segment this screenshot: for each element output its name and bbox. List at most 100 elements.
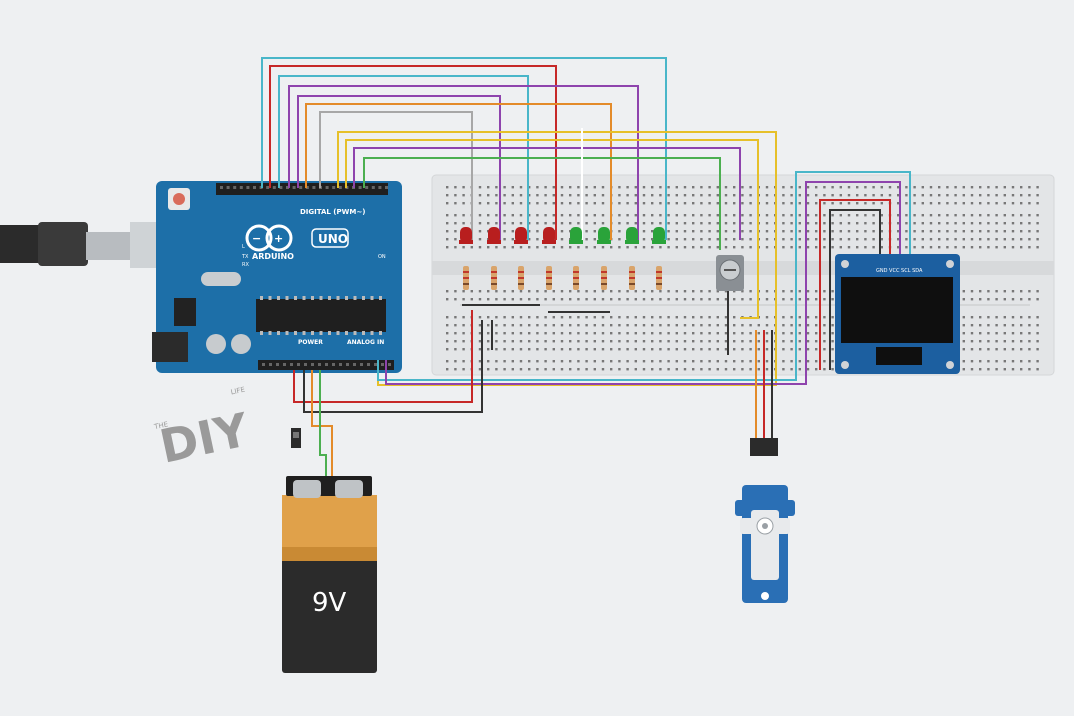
breadboard-hole	[864, 186, 867, 189]
breadboard-hole	[634, 324, 637, 327]
breadboard-hole	[831, 324, 834, 327]
breadboard-hole	[1003, 186, 1006, 189]
breadboard-hole	[462, 186, 465, 189]
resistor-band	[573, 277, 579, 279]
breadboard-hole	[798, 194, 801, 197]
breadboard-hole	[724, 340, 728, 343]
breadboard-hole	[724, 238, 728, 241]
breadboard-hole	[749, 186, 752, 189]
header-pin	[338, 186, 342, 189]
breadboard-hole	[446, 290, 449, 293]
breadboard-hole	[741, 332, 744, 335]
breadboard-hole	[462, 324, 465, 327]
breadboard-hole	[962, 194, 965, 197]
breadboard-hole	[839, 186, 842, 189]
breadboard-hole	[667, 222, 670, 225]
breadboard-hole	[880, 202, 883, 205]
breadboard-hole	[798, 298, 801, 301]
breadboard-hole	[692, 246, 695, 249]
breadboard-hole	[585, 316, 588, 319]
breadboard-hole	[552, 340, 555, 343]
breadboard-hole	[872, 194, 875, 197]
breadboard-hole	[987, 186, 990, 189]
breadboard-hole	[659, 202, 662, 205]
breadboard-hole	[495, 222, 498, 225]
chip-pin	[370, 331, 374, 335]
wire-battery-neg	[319, 370, 327, 478]
breadboard-hole	[987, 340, 990, 343]
power-pin	[311, 363, 314, 366]
breadboard-hole	[979, 194, 982, 197]
breadboard-hole	[577, 290, 580, 293]
breadboard-hole	[651, 348, 654, 351]
breadboard-hole	[913, 238, 916, 241]
breadboard-hole	[642, 194, 646, 197]
breadboard-hole	[929, 238, 933, 241]
breadboard-hole	[823, 348, 826, 351]
breadboard-hole	[536, 222, 539, 225]
breadboard-hole	[634, 290, 637, 293]
breadboard-hole	[831, 360, 834, 363]
breadboard-hole	[626, 298, 629, 301]
breadboard-hole	[716, 298, 719, 301]
breadboard-hole	[503, 194, 506, 197]
breadboard-hole	[946, 186, 949, 189]
power-switch[interactable]	[291, 428, 301, 448]
breadboard-hole	[1028, 202, 1031, 205]
breadboard-hole	[528, 186, 531, 189]
breadboard-hole	[569, 298, 572, 301]
l-label: L	[242, 244, 245, 250]
breadboard-hole	[511, 324, 514, 327]
breadboard-hole	[642, 214, 646, 217]
breadboard-hole	[519, 202, 523, 205]
breadboard-hole	[692, 186, 695, 189]
breadboard-hole	[1003, 332, 1006, 335]
breadboard-hole	[470, 246, 473, 249]
breadboard-hole	[577, 348, 580, 351]
arduino-uno-board: DIGITAL (PWM~) − + ARDUINO UNO TX RX L O…	[152, 181, 402, 373]
breadboard-hole	[806, 316, 810, 319]
breadboard-hole	[462, 340, 465, 343]
breadboard-hole	[487, 186, 490, 189]
breadboard-hole	[782, 332, 785, 335]
breadboard-hole	[577, 202, 580, 205]
breadboard-hole	[528, 360, 531, 363]
breadboard-hole	[741, 214, 744, 217]
breadboard-hole	[995, 230, 998, 233]
breadboard-hole	[1036, 332, 1039, 335]
chip-pin	[260, 296, 263, 300]
breadboard-hole	[733, 348, 736, 351]
breadboard-hole	[962, 298, 965, 301]
breadboard-hole	[626, 360, 629, 363]
breadboard-hole	[806, 238, 810, 241]
breadboard-hole	[1020, 340, 1023, 343]
breadboard-hole	[487, 340, 490, 343]
breadboard-hole	[946, 222, 949, 225]
breadboard-hole	[790, 316, 793, 319]
breadboard-hole	[610, 348, 613, 351]
breadboard-hole	[487, 360, 490, 363]
breadboard-hole	[552, 324, 555, 327]
breadboard-hole	[913, 194, 916, 197]
breadboard-hole	[552, 332, 555, 335]
breadboard-hole	[880, 238, 883, 241]
wire-oled-vcc	[819, 199, 891, 370]
resistor-band	[518, 271, 524, 273]
breadboard-hole	[716, 202, 719, 205]
led-base	[487, 240, 501, 244]
breadboard-hole	[519, 332, 523, 335]
breadboard-hole	[593, 202, 596, 205]
breadboard-hole	[831, 214, 834, 217]
breadboard-hole	[544, 202, 547, 205]
breadboard-hole	[897, 202, 900, 205]
breadboard-hole	[601, 298, 605, 301]
breadboard-hole	[528, 194, 531, 197]
breadboard-hole	[675, 316, 678, 319]
breadboard-hole	[979, 290, 982, 293]
breadboard-hole	[446, 222, 449, 225]
breadboard-hole	[626, 194, 629, 197]
breadboard-hole	[1028, 186, 1031, 189]
breadboard-hole	[552, 214, 555, 217]
breadboard-hole	[659, 348, 662, 351]
breadboard-hole	[995, 290, 998, 293]
